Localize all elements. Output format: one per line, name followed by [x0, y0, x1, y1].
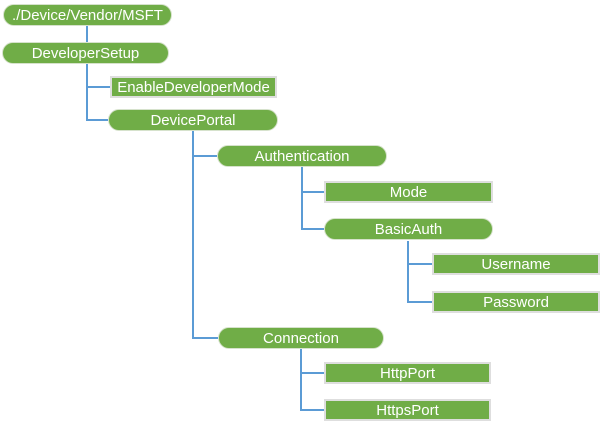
- connector-deviceportal-trunk: [192, 131, 194, 339]
- tree-node-http-port: HttpPort: [324, 362, 491, 384]
- tree-node-mode: Mode: [324, 181, 493, 203]
- tree-node-device-portal: DevicePortal: [108, 109, 278, 131]
- connector-connection-trunk: [300, 349, 302, 411]
- connector-to-username: [407, 263, 432, 265]
- tree-node-developer-setup: DeveloperSetup: [2, 42, 169, 64]
- tree-node-https-port: HttpsPort: [324, 399, 491, 421]
- connector-developersetup-trunk: [86, 64, 88, 121]
- connector-basicauth-trunk: [407, 241, 409, 303]
- connector-to-mode: [301, 191, 324, 193]
- connector-to-basicauth: [301, 228, 324, 230]
- tree-node-basic-auth: BasicAuth: [324, 218, 493, 240]
- connector-to-authentication: [192, 155, 217, 157]
- tree-node-authentication: Authentication: [217, 145, 387, 167]
- connector-authentication-trunk: [301, 167, 303, 230]
- connector-to-deviceportal: [86, 119, 108, 121]
- connector-to-password: [407, 301, 432, 303]
- connector-to-enabledevelopermode: [86, 86, 110, 88]
- connector-to-httpport: [300, 372, 324, 374]
- tree-node-root: ./Device/Vendor/MSFT: [3, 4, 172, 26]
- connector-to-connection: [192, 337, 218, 339]
- tree-node-connection: Connection: [218, 327, 384, 349]
- connector-to-httpsport: [300, 409, 324, 411]
- tree-node-password: Password: [432, 291, 600, 313]
- tree-node-enable-developer-mode: EnableDeveloperMode: [110, 76, 277, 98]
- connector-root-developersetup: [86, 26, 88, 43]
- tree-node-username: Username: [432, 253, 600, 275]
